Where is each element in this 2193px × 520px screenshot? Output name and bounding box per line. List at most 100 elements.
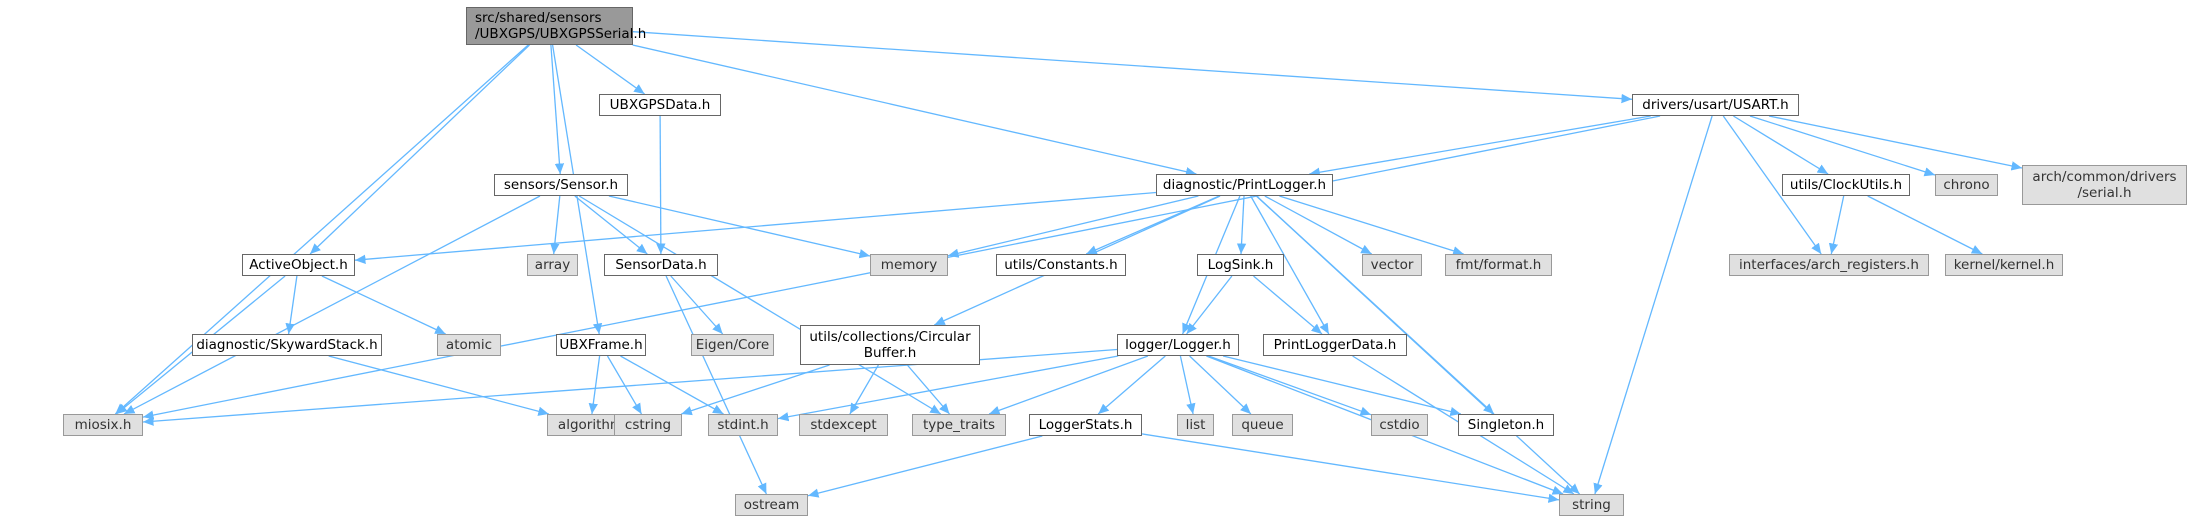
edge-logsink-to-logger [1186,275,1233,335]
node-label: Eigen/Core [695,337,770,353]
node-stdexcept[interactable]: stdexcept [799,414,888,436]
edge-logger-to-queue [1189,355,1252,415]
edge-clockutils-to-archregs [1828,195,1845,255]
edge-sensor-to-miosix [123,195,541,415]
node-label: sensors/Sensor.h [503,177,619,193]
node-queue[interactable]: queue [1232,414,1293,436]
edge-printlogger-to-string [1255,195,1581,495]
node-usart[interactable]: drivers/usart/USART.h [1632,94,1799,116]
node-cstring[interactable]: cstring [614,414,682,436]
node-label: ActiveObject.h [249,257,348,273]
node-activeobject[interactable]: ActiveObject.h [242,254,355,276]
node-ostream[interactable]: ostream [735,494,808,516]
node-clockutils[interactable]: utils/ClockUtils.h [1782,174,1910,196]
node-label: /serial.h [2077,185,2132,201]
node-vector[interactable]: vector [1362,254,1422,276]
node-eigen[interactable]: Eigen/Core [691,334,774,356]
node-label: src/shared/sensors [475,10,602,26]
node-label: stdint.h [717,417,769,433]
node-label: fmt/format.h [1455,257,1542,273]
node-array[interactable]: array [527,254,578,276]
node-stdint[interactable]: stdint.h [708,414,778,436]
node-loggerstats[interactable]: LoggerStats.h [1029,414,1142,436]
node-label: utils/collections/Circular [809,329,971,345]
node-label: vector [1370,257,1414,273]
node-label: LoggerStats.h [1038,417,1133,433]
node-constants[interactable]: utils/Constants.h [996,254,1126,276]
node-label: UBXFrame.h [559,337,643,353]
node-miosix[interactable]: miosix.h [63,414,143,436]
node-label: diagnostic/SkywardStack.h [196,337,378,353]
node-label: algorithm [557,417,624,433]
node-printlogger[interactable]: diagnostic/PrintLogger.h [1156,174,1333,196]
node-singleton[interactable]: Singleton.h [1458,414,1554,436]
node-label: utils/Constants.h [1004,257,1118,273]
edge-ubxgpsdata-to-sensordata [656,115,666,255]
edge-root-to-miosix [114,44,529,415]
edge-activeobject-to-atomic [321,275,446,335]
node-string[interactable]: string [1559,494,1624,516]
edge-printlogger-to-activeobject [354,191,1157,264]
edge-root-to-ubxgpsdata [575,44,645,95]
node-ubxgpsdata[interactable]: UBXGPSData.h [599,94,721,116]
node-label: chrono [1943,177,1990,193]
node-label: interfaces/arch_registers.h [1739,257,1919,273]
node-typetraits[interactable]: type_traits [912,414,1006,436]
edge-loggerstats-to-ostream [807,435,1043,498]
edge-sensordata-to-ostream [665,275,767,495]
edge-usart-to-string [1593,115,1713,495]
node-logsink[interactable]: LogSink.h [1197,254,1284,276]
node-label: atomic [445,337,493,353]
node-label: utils/ClockUtils.h [1789,177,1903,193]
node-label: drivers/usart/USART.h [1642,97,1789,113]
edge-skyward-to-algorithm [328,355,549,416]
node-printloggerdata[interactable]: PrintLoggerData.h [1263,334,1407,356]
edge-logsink-to-printloggerdata [1253,275,1323,335]
edge-printlogger-to-vector [1264,195,1373,255]
node-label: Singleton.h [1467,417,1545,433]
edge-printlogger-to-printloggerdata [1250,195,1330,335]
edge-printlogger-to-memory [947,195,1199,258]
node-label: arch/common/drivers [2032,169,2177,185]
edge-usart-to-printlogger [1309,115,1651,177]
node-archregs[interactable]: interfaces/arch_registers.h [1729,254,1929,276]
edge-root-to-usart [632,31,1633,104]
edge-circular-to-stdexcept [849,364,879,415]
node-label: /UBXGPS/UBXGPSSerial.h [475,26,647,42]
node-label: list [1185,417,1206,433]
node-fmtformat[interactable]: fmt/format.h [1445,254,1552,276]
node-label: diagnostic/PrintLogger.h [1162,177,1327,193]
node-label: cstring [624,417,672,433]
node-label: memory [880,257,938,273]
node-chrono[interactable]: chrono [1935,174,1998,196]
edge-ubxframe-to-cstring [606,355,643,415]
node-label: ostream [743,497,800,513]
node-sensor[interactable]: sensors/Sensor.h [494,174,628,196]
node-label: LogSink.h [1207,257,1274,273]
node-skyward[interactable]: diagnostic/SkywardStack.h [192,334,382,356]
edge-sensor-to-typetraits [578,195,942,415]
node-memory[interactable]: memory [870,254,948,276]
node-label: Buffer.h [863,345,917,361]
edge-usart-to-archserial [1768,115,2023,171]
edge-sensor-to-memory [608,195,871,259]
node-kernel[interactable]: kernel/kernel.h [1945,254,2063,276]
node-label: miosix.h [74,417,132,433]
node-label: UBXGPSData.h [609,97,711,113]
node-sensordata[interactable]: SensorData.h [604,254,718,276]
edge-ubxframe-to-stdint [620,355,724,415]
node-root[interactable]: src/shared/sensors/UBXGPS/UBXGPSSerial.h [466,7,646,45]
node-label: cstdio [1379,417,1420,433]
node-label: stdexcept [810,417,877,433]
edge-sensor-to-sensordata [574,195,648,255]
node-list[interactable]: list [1177,414,1214,436]
edge-root-to-printlogger [632,44,1197,177]
node-ubxframe[interactable]: UBXFrame.h [556,334,646,356]
node-logger[interactable]: logger/Logger.h [1117,334,1239,356]
node-atomic[interactable]: atomic [437,334,501,356]
node-cstdio[interactable]: cstdio [1371,414,1428,436]
edge-usart-to-chrono [1749,115,1936,177]
edge-root-to-activeobject [309,44,530,255]
node-archserial[interactable]: arch/common/drivers/serial.h [2022,165,2187,205]
